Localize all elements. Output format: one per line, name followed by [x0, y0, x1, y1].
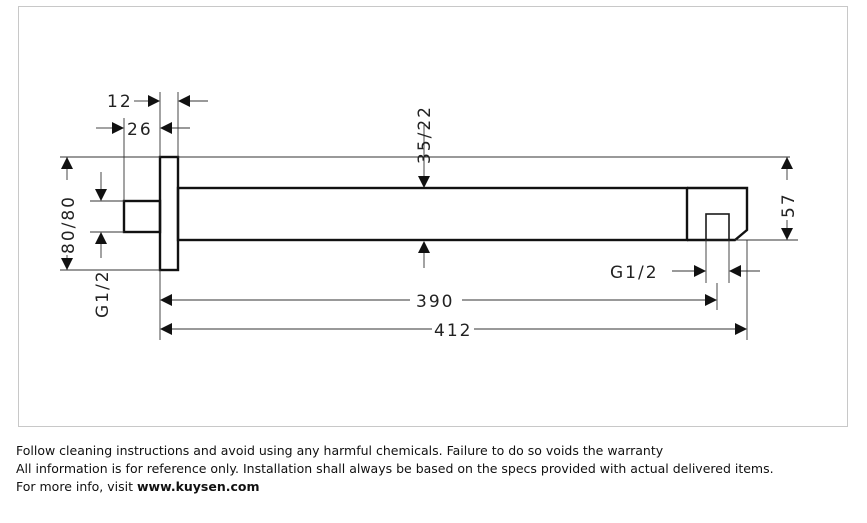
arrow-g-right-left: [694, 265, 706, 277]
g12-left-label: G1/2: [93, 269, 113, 318]
arrow-80-top: [61, 157, 73, 169]
website-link[interactable]: www.kuysen.com: [136, 479, 260, 494]
arrow-g-left-top: [95, 189, 107, 201]
wall-plate: [158, 155, 180, 272]
arrow-35-22-top: [418, 176, 430, 188]
arrow-390-left: [160, 294, 172, 306]
arrow-26-left: [112, 122, 124, 134]
arrow-g-left-bottom: [95, 232, 107, 244]
dim-35-22-label: 35/22: [415, 105, 435, 164]
dim-12-label: 12: [107, 92, 133, 112]
arrow-12-right: [178, 95, 190, 107]
arrow-412-left: [160, 323, 172, 335]
arrow-12-left: [148, 95, 160, 107]
dim-80-80-label: 80/80: [59, 195, 79, 254]
arrow-80-bottom: [61, 258, 73, 270]
wall-stub: [122, 199, 162, 234]
note-reference: All information is for reference only. I…: [16, 461, 774, 476]
dim-57-label-bg: [777, 180, 797, 220]
dim-26-label: 26: [127, 120, 153, 140]
arrow-412-right: [735, 323, 747, 335]
drawing-frame: [18, 6, 848, 427]
g12-right-label: G1/2: [610, 263, 659, 283]
technical-drawing: 35/22 57 12 26 80/80 G1/2 G1/2 390: [57, 92, 799, 341]
arm-body: [176, 186, 689, 242]
outlet-thread: [705, 213, 730, 241]
arrow-26-right: [160, 122, 172, 134]
arrow-g-right-right: [729, 265, 741, 277]
dim-390-label: 390: [416, 292, 454, 312]
dim-412-label: 412: [434, 321, 472, 341]
note-more-info: For more info, visit www.kuysen.com: [16, 478, 774, 496]
arrow-390-right: [705, 294, 717, 306]
dim-80-label-bg: [57, 180, 77, 255]
dim-57-label: 57: [779, 192, 799, 218]
arrow-57-bottom: [781, 228, 793, 240]
note-cleaning: Follow cleaning instructions and avoid u…: [16, 443, 664, 458]
arrow-57-top: [781, 157, 793, 169]
notes-block: Follow cleaning instructions and avoid u…: [16, 442, 774, 496]
arrow-35-22-bottom: [418, 241, 430, 253]
note-more-info-prefix: For more info, visit: [16, 479, 137, 494]
